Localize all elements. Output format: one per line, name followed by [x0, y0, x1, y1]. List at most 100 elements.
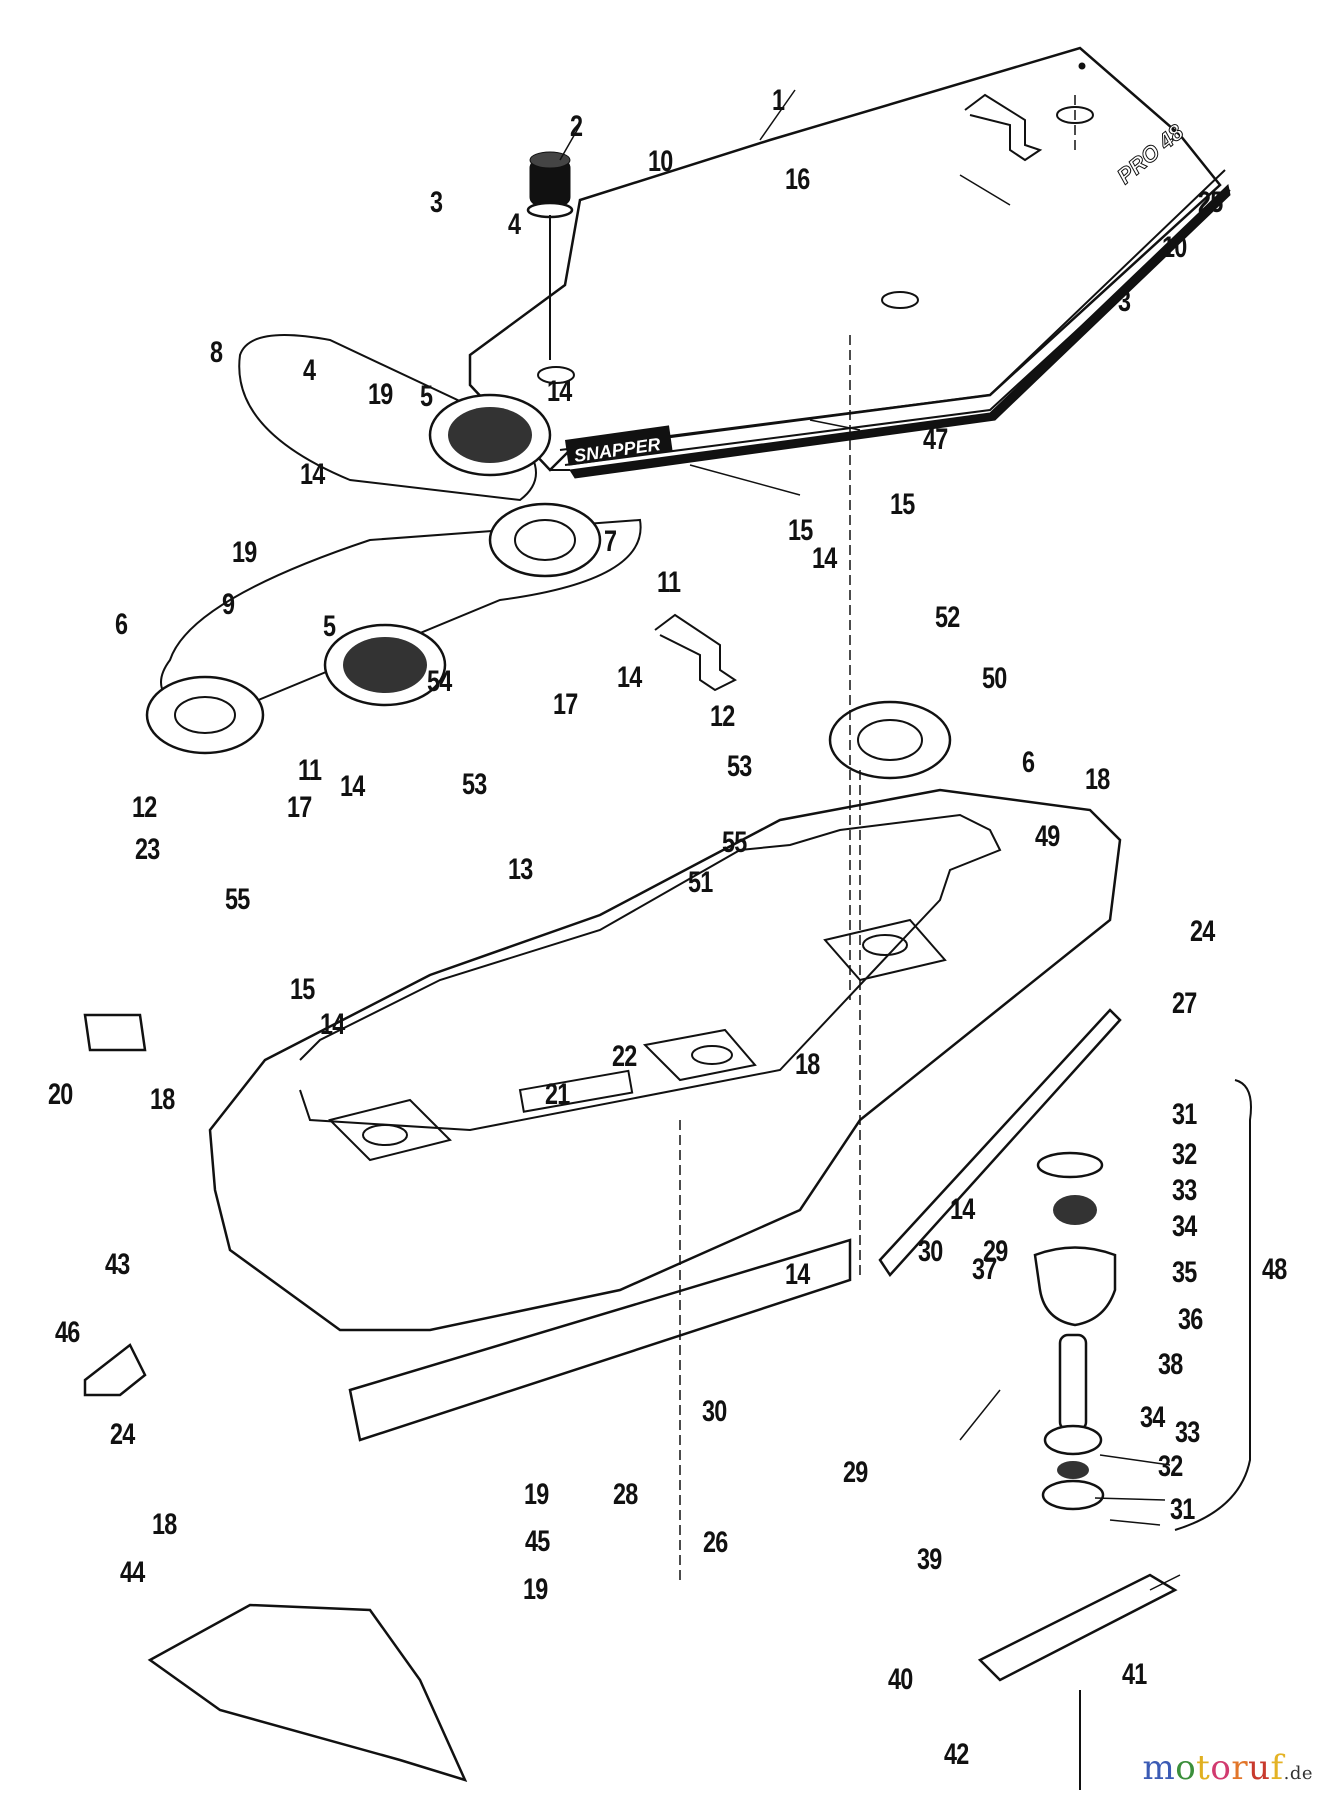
callout-6: 6 — [1022, 746, 1035, 779]
callout-14: 14 — [547, 375, 572, 408]
centerlines — [679, 95, 1076, 1580]
callout-45: 45 — [525, 1525, 550, 1558]
watermark-letter: r — [1231, 1748, 1249, 1788]
spindle-assembly — [977, 1079, 1252, 1790]
callout-16: 16 — [785, 163, 810, 196]
callout-49: 49 — [1035, 820, 1060, 853]
callout-18: 18 — [152, 1508, 177, 1541]
part-46-wedge — [83, 1343, 147, 1397]
callout-33: 33 — [1175, 1416, 1200, 1449]
callout-36: 36 — [1178, 1303, 1203, 1336]
callout-9: 9 — [222, 588, 235, 621]
callout-19: 19 — [523, 1573, 548, 1606]
callout-11: 11 — [298, 754, 322, 787]
callout-18: 18 — [795, 1048, 820, 1081]
callout-31: 31 — [1172, 1098, 1197, 1131]
callout-14: 14 — [950, 1193, 975, 1226]
part-2-cap — [526, 151, 574, 360]
callout-1: 1 — [772, 84, 785, 117]
callout-5: 5 — [323, 610, 336, 643]
callout-12: 12 — [710, 700, 735, 733]
callout-46: 46 — [55, 1316, 80, 1349]
callout-22: 22 — [612, 1040, 637, 1073]
callout-13: 13 — [508, 853, 533, 886]
callout-15: 15 — [890, 488, 915, 521]
watermark-logo: motoruf.de — [1142, 1748, 1313, 1788]
callout-12: 12 — [132, 791, 157, 824]
callout-52: 52 — [935, 601, 960, 634]
snapper-decal-bg — [565, 425, 673, 466]
callout-38: 38 — [1158, 1348, 1183, 1381]
callout-17: 17 — [553, 688, 578, 721]
callout-3: 3 — [430, 186, 443, 219]
callout-3: 3 — [1118, 285, 1131, 318]
callout-32: 32 — [1172, 1138, 1197, 1171]
callout-25: 25 — [1198, 186, 1223, 219]
side-rails — [348, 1008, 1122, 1442]
callout-5: 5 — [420, 380, 433, 413]
watermark-letter: o — [1175, 1748, 1197, 1788]
part-20-plate — [83, 1013, 147, 1052]
callout-30: 30 — [918, 1235, 943, 1268]
callout-15: 15 — [290, 973, 315, 1006]
callout-34: 34 — [1172, 1210, 1197, 1243]
watermark-letter: t — [1196, 1748, 1211, 1788]
callout-18: 18 — [150, 1083, 175, 1116]
callout-26: 26 — [703, 1526, 728, 1559]
watermark-letter: m — [1142, 1748, 1176, 1788]
callout-53: 53 — [462, 768, 487, 801]
callout-29: 29 — [843, 1456, 868, 1489]
callout-23: 23 — [135, 833, 160, 866]
callout-20: 20 — [48, 1078, 73, 1111]
callout-44: 44 — [120, 1556, 145, 1589]
callout-18: 18 — [1085, 763, 1110, 796]
callout-8: 8 — [210, 336, 223, 369]
callout-48: 48 — [1262, 1253, 1287, 1286]
callout-37: 37 — [972, 1253, 997, 1286]
callout-55: 55 — [225, 883, 250, 916]
callout-51: 51 — [688, 866, 713, 899]
callout-54: 54 — [427, 665, 452, 698]
watermark-letter: f — [1270, 1748, 1284, 1788]
callout-29: 29 — [983, 1235, 1008, 1268]
discharge-chute — [147, 1603, 468, 1783]
callout-10: 10 — [1162, 231, 1187, 264]
callout-7: 7 — [604, 525, 617, 558]
callout-4: 4 — [508, 208, 521, 241]
callout-14: 14 — [785, 1258, 810, 1291]
watermark-letter: u — [1248, 1748, 1271, 1788]
callout-43: 43 — [105, 1248, 130, 1281]
callout-32: 32 — [1158, 1450, 1183, 1483]
callout-10: 10 — [648, 145, 673, 178]
callout-30: 30 — [702, 1395, 727, 1428]
callout-21: 21 — [545, 1078, 570, 1111]
callout-14: 14 — [320, 1008, 345, 1041]
callout-35: 35 — [1172, 1256, 1197, 1289]
callout-27: 27 — [1172, 987, 1197, 1020]
callout-50: 50 — [982, 662, 1007, 695]
callout-15: 15 — [788, 514, 813, 547]
callout-53: 53 — [727, 750, 752, 783]
deck-cover: SNAPPER PRO 48 — [468, 46, 1231, 479]
callout-34: 34 — [1140, 1401, 1165, 1434]
callout-19: 19 — [524, 1478, 549, 1511]
callout-4: 4 — [303, 354, 316, 387]
callout-47: 47 — [923, 423, 948, 456]
callout-2: 2 — [570, 110, 583, 143]
callout-28: 28 — [613, 1478, 638, 1511]
callout-39: 39 — [917, 1543, 942, 1576]
callout-19: 19 — [368, 378, 393, 411]
callout-6: 6 — [115, 608, 128, 641]
callout-42: 42 — [944, 1738, 969, 1771]
callout-41: 41 — [1122, 1658, 1147, 1691]
callout-14: 14 — [340, 770, 365, 803]
callout-17: 17 — [287, 791, 312, 824]
callout-31: 31 — [1170, 1493, 1195, 1526]
watermark-letter: o — [1210, 1748, 1232, 1788]
callout-14: 14 — [812, 542, 837, 575]
callout-24: 24 — [1190, 915, 1215, 948]
watermark-tld: .de — [1283, 1763, 1313, 1784]
bracket-part-10 — [654, 93, 1043, 692]
